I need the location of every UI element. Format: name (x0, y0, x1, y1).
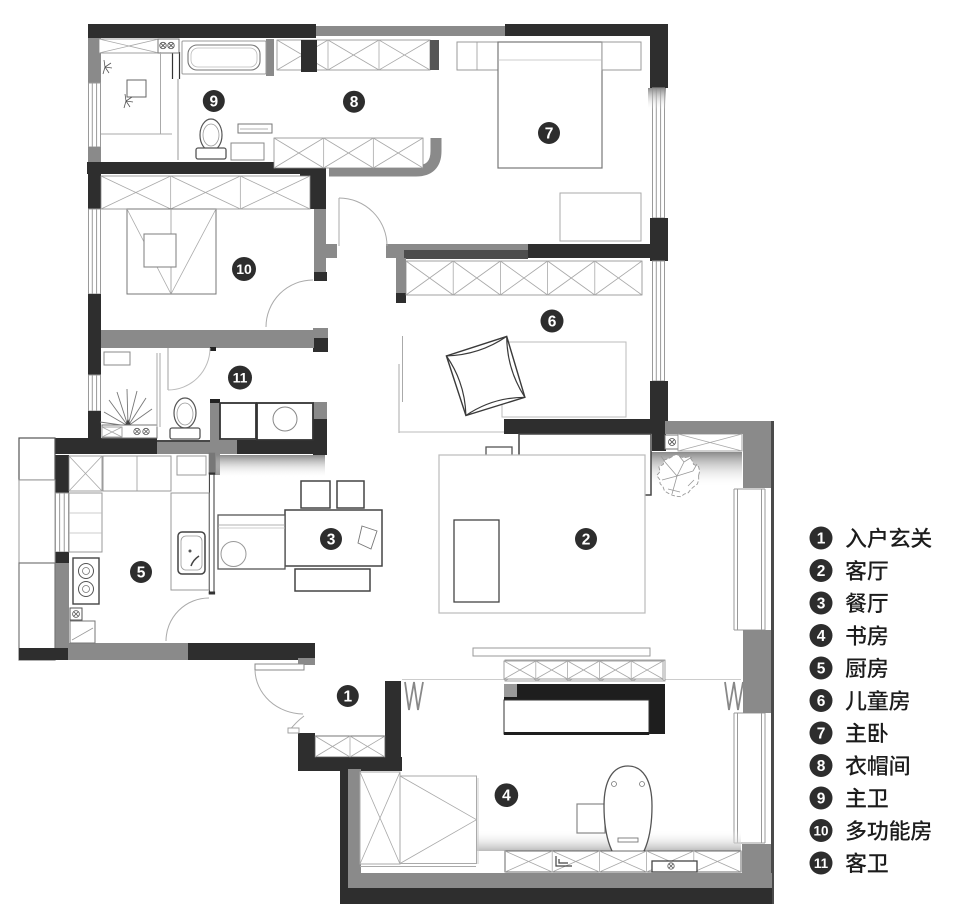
svg-text:10: 10 (813, 823, 828, 838)
svg-text:2: 2 (817, 563, 826, 580)
svg-text:8: 8 (350, 94, 359, 111)
svg-text:6: 6 (548, 314, 557, 331)
svg-text:4: 4 (502, 788, 511, 805)
svg-text:3: 3 (817, 596, 826, 613)
svg-text:7: 7 (545, 126, 554, 143)
svg-text:5: 5 (817, 661, 826, 678)
svg-text:6: 6 (817, 693, 826, 710)
svg-text:9: 9 (817, 791, 826, 808)
svg-text:5: 5 (137, 565, 146, 582)
svg-text:8: 8 (817, 758, 826, 775)
svg-text:2: 2 (582, 532, 591, 549)
svg-text:11: 11 (814, 856, 829, 871)
svg-text:7: 7 (817, 726, 826, 743)
svg-text:3: 3 (327, 532, 336, 549)
svg-text:1: 1 (817, 531, 826, 548)
svg-text:1: 1 (343, 689, 352, 706)
svg-text:4: 4 (817, 628, 826, 645)
svg-text:9: 9 (209, 94, 218, 111)
svg-text:11: 11 (233, 370, 248, 386)
svg-text:10: 10 (236, 261, 252, 277)
